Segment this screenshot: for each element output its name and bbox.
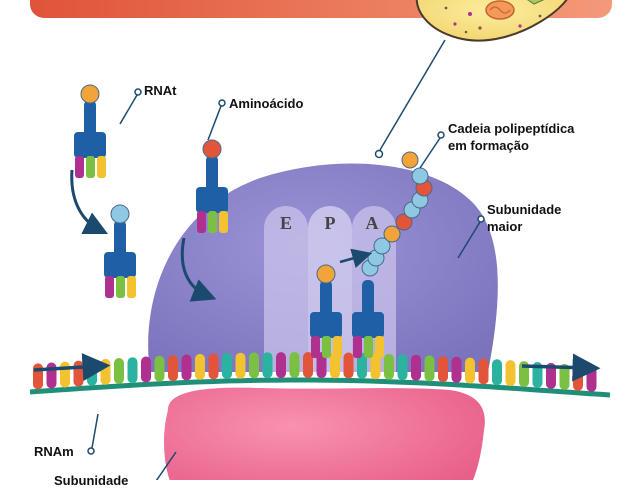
mrna-nucleotide <box>411 354 421 381</box>
mrna-nucleotide <box>559 363 570 390</box>
trna <box>196 139 228 233</box>
chain-bead <box>401 151 419 169</box>
mrna-nucleotide <box>208 353 219 380</box>
mrna-nucleotide <box>397 354 408 381</box>
polypeptide-chain <box>361 151 433 277</box>
cell-pointer-dot <box>374 149 384 159</box>
mrna-nucleotide <box>546 362 556 389</box>
label-large-line1: Subunidade <box>487 202 562 217</box>
arrow-mrna-out <box>521 353 601 382</box>
mrna-nucleotide <box>424 355 435 382</box>
mrna-nucleotide <box>357 352 367 379</box>
arrow-trna-1 <box>70 169 109 235</box>
site-e-label: E <box>280 213 292 233</box>
mrna-nucleotide <box>100 358 111 385</box>
chain-bead <box>373 237 391 255</box>
mrna-nucleotide <box>195 353 205 380</box>
mrna-nucleotide <box>154 355 165 382</box>
mrna-nucleotide <box>370 353 381 380</box>
mrna-nucleotide <box>60 361 70 388</box>
label-pointers <box>87 88 485 480</box>
mrna-nucleotide <box>505 360 516 387</box>
mrna-nucleotide <box>451 356 462 383</box>
mrna-nucleotide <box>492 359 502 386</box>
mrna-nucleotide <box>532 362 543 388</box>
label-chain-line1: Cadeia polipeptídica <box>448 121 575 136</box>
mrna-strand <box>29 352 611 398</box>
mrna-nucleotide <box>127 357 138 384</box>
mrna-nucleotide <box>586 365 597 392</box>
mrna-nucleotide <box>343 352 354 379</box>
small-subunit <box>164 387 485 480</box>
label-large-line2: maior <box>487 219 523 234</box>
mrna-nucleotide <box>262 352 273 379</box>
trna <box>310 264 342 358</box>
mrna-nucleotide <box>114 358 124 384</box>
mrna-nucleotide <box>384 353 394 380</box>
mrna-nucleotide <box>330 352 340 379</box>
mrna-nucleotide <box>235 352 246 379</box>
trna-molecules <box>74 84 384 358</box>
site-p-label: P <box>325 213 336 233</box>
mrna-nucleotide <box>465 357 475 384</box>
mrna-backbone <box>29 377 611 398</box>
mrna-nucleotide <box>316 352 327 379</box>
mrna-nucleotide <box>276 352 286 379</box>
mrna-nucleotide <box>46 362 57 389</box>
mrna-nucleotide <box>33 363 43 390</box>
label-mrna: RNAm <box>34 444 74 459</box>
mrna-nucleotide <box>141 356 151 383</box>
site-a-label: A <box>366 213 379 233</box>
arrow-peptide-transfer <box>339 248 373 269</box>
mrna-nucleotide <box>303 352 313 378</box>
amino-acid-bead <box>202 139 222 159</box>
mrna-nucleotide <box>181 354 192 381</box>
chain-bead <box>395 213 413 231</box>
cell-inset <box>415 0 568 42</box>
mrna-nucleotide <box>438 356 448 383</box>
label-amino-acid: Aminoácido <box>229 96 304 111</box>
amino-acid-bead <box>110 204 130 224</box>
mrna-nucleotide <box>168 355 178 382</box>
trna <box>104 204 136 298</box>
mrna-nucleotide <box>289 352 300 378</box>
label-chain-line2: em formação <box>448 138 529 153</box>
amino-acid-bead <box>80 84 100 104</box>
label-small-subunit: Subunidade <box>54 473 129 488</box>
mrna-nucleotide <box>87 359 97 386</box>
amino-acid-bead <box>316 264 336 284</box>
trna <box>352 280 384 358</box>
label-trna: RNAt <box>144 83 177 98</box>
arrow-mrna-in <box>33 353 111 382</box>
mrna-nucleotide <box>478 358 489 385</box>
trna <box>74 84 106 178</box>
chain-bead <box>383 225 401 243</box>
mrna-nucleotide <box>222 353 232 379</box>
mrna-nucleotide <box>249 352 259 379</box>
arrow-trna-2 <box>180 237 217 302</box>
chain-bead <box>411 167 429 185</box>
cell-pointer-line <box>379 39 446 151</box>
mrna-nucleotide <box>73 360 84 387</box>
